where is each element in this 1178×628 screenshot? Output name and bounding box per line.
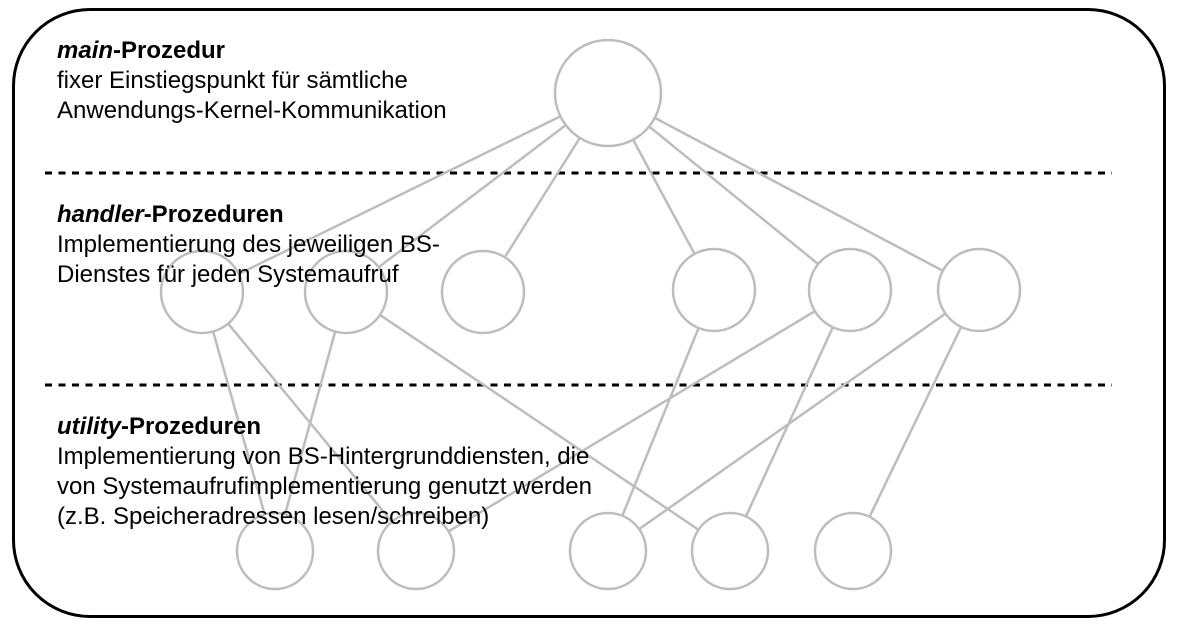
call-edge-h2-u4 — [345, 290, 731, 553]
call-edge-main-h2 — [345, 92, 609, 293]
utility-layer-title: utility-Prozeduren — [57, 412, 592, 442]
utility-layer-desc-line1: Implementierung von BS-Hintergrunddienst… — [57, 443, 590, 470]
handler-layer-title-rest: -Prozeduren — [143, 201, 284, 228]
call-edge-h2-u1 — [273, 291, 348, 552]
call-edge-h5-u2 — [415, 288, 851, 553]
call-edge-h1-u1 — [200, 291, 277, 552]
utility-layer-title-italic: utility — [57, 413, 121, 440]
call-edge-main-h1 — [201, 91, 609, 294]
handler-layer-label: handler-Prozeduren Implementierung des j… — [57, 200, 440, 290]
handler-layer-desc-line2: Dienstes für jeden Systemaufruf — [57, 261, 399, 288]
procedure-node-h3 — [440, 249, 526, 335]
procedure-node-h1 — [159, 249, 245, 335]
main-layer-title-rest: -Prozedur — [113, 37, 226, 64]
main-layer-title-italic: main — [57, 37, 114, 64]
procedure-node-h5 — [807, 247, 893, 333]
procedure-node-h2 — [303, 249, 389, 335]
call-edge-h6-u3 — [607, 288, 980, 553]
call-edge-h1-u2 — [201, 291, 417, 552]
procedure-node-u5 — [813, 511, 893, 591]
handler-layer-title-italic: handler — [57, 201, 144, 228]
procedure-node-main — [553, 38, 663, 148]
main-layer-label: main-Prozedur fixer Einstiegspunkt für s… — [57, 36, 447, 126]
main-layer-desc-line1: fixer Einstiegspunkt für sämtliche — [57, 67, 408, 94]
handler-layer-title: handler-Prozeduren — [57, 200, 440, 230]
procedure-node-u3 — [568, 511, 648, 591]
main-layer-desc-line2: Anwendungs-Kernel-Kommunikation — [57, 97, 447, 124]
call-edge-h5-u4 — [728, 289, 852, 552]
main-layer-title: main-Prozedur — [57, 36, 447, 66]
utility-layer-desc-line2: von Systemaufrufimplementierung genutzt … — [57, 473, 592, 500]
procedure-node-h4 — [671, 247, 757, 333]
procedure-node-u2 — [376, 511, 456, 591]
procedure-node-u4 — [690, 511, 770, 591]
utility-layer-label: utility-Prozeduren Implementierung von B… — [57, 412, 592, 532]
handler-layer-desc-line1: Implementierung des jeweiligen BS- — [57, 231, 440, 258]
call-edge-h4-u3 — [606, 289, 716, 552]
utility-layer-title-rest: -Prozeduren — [121, 413, 262, 440]
procedure-node-u1 — [235, 511, 315, 591]
procedure-node-h6 — [936, 247, 1022, 333]
rounded-border-frame — [12, 8, 1166, 618]
call-edge-main-h6 — [607, 91, 980, 292]
call-edge-h6-u5 — [851, 289, 981, 552]
utility-layer-desc-line3: (z.B. Speicheradressen lesen/schreiben) — [57, 503, 490, 530]
